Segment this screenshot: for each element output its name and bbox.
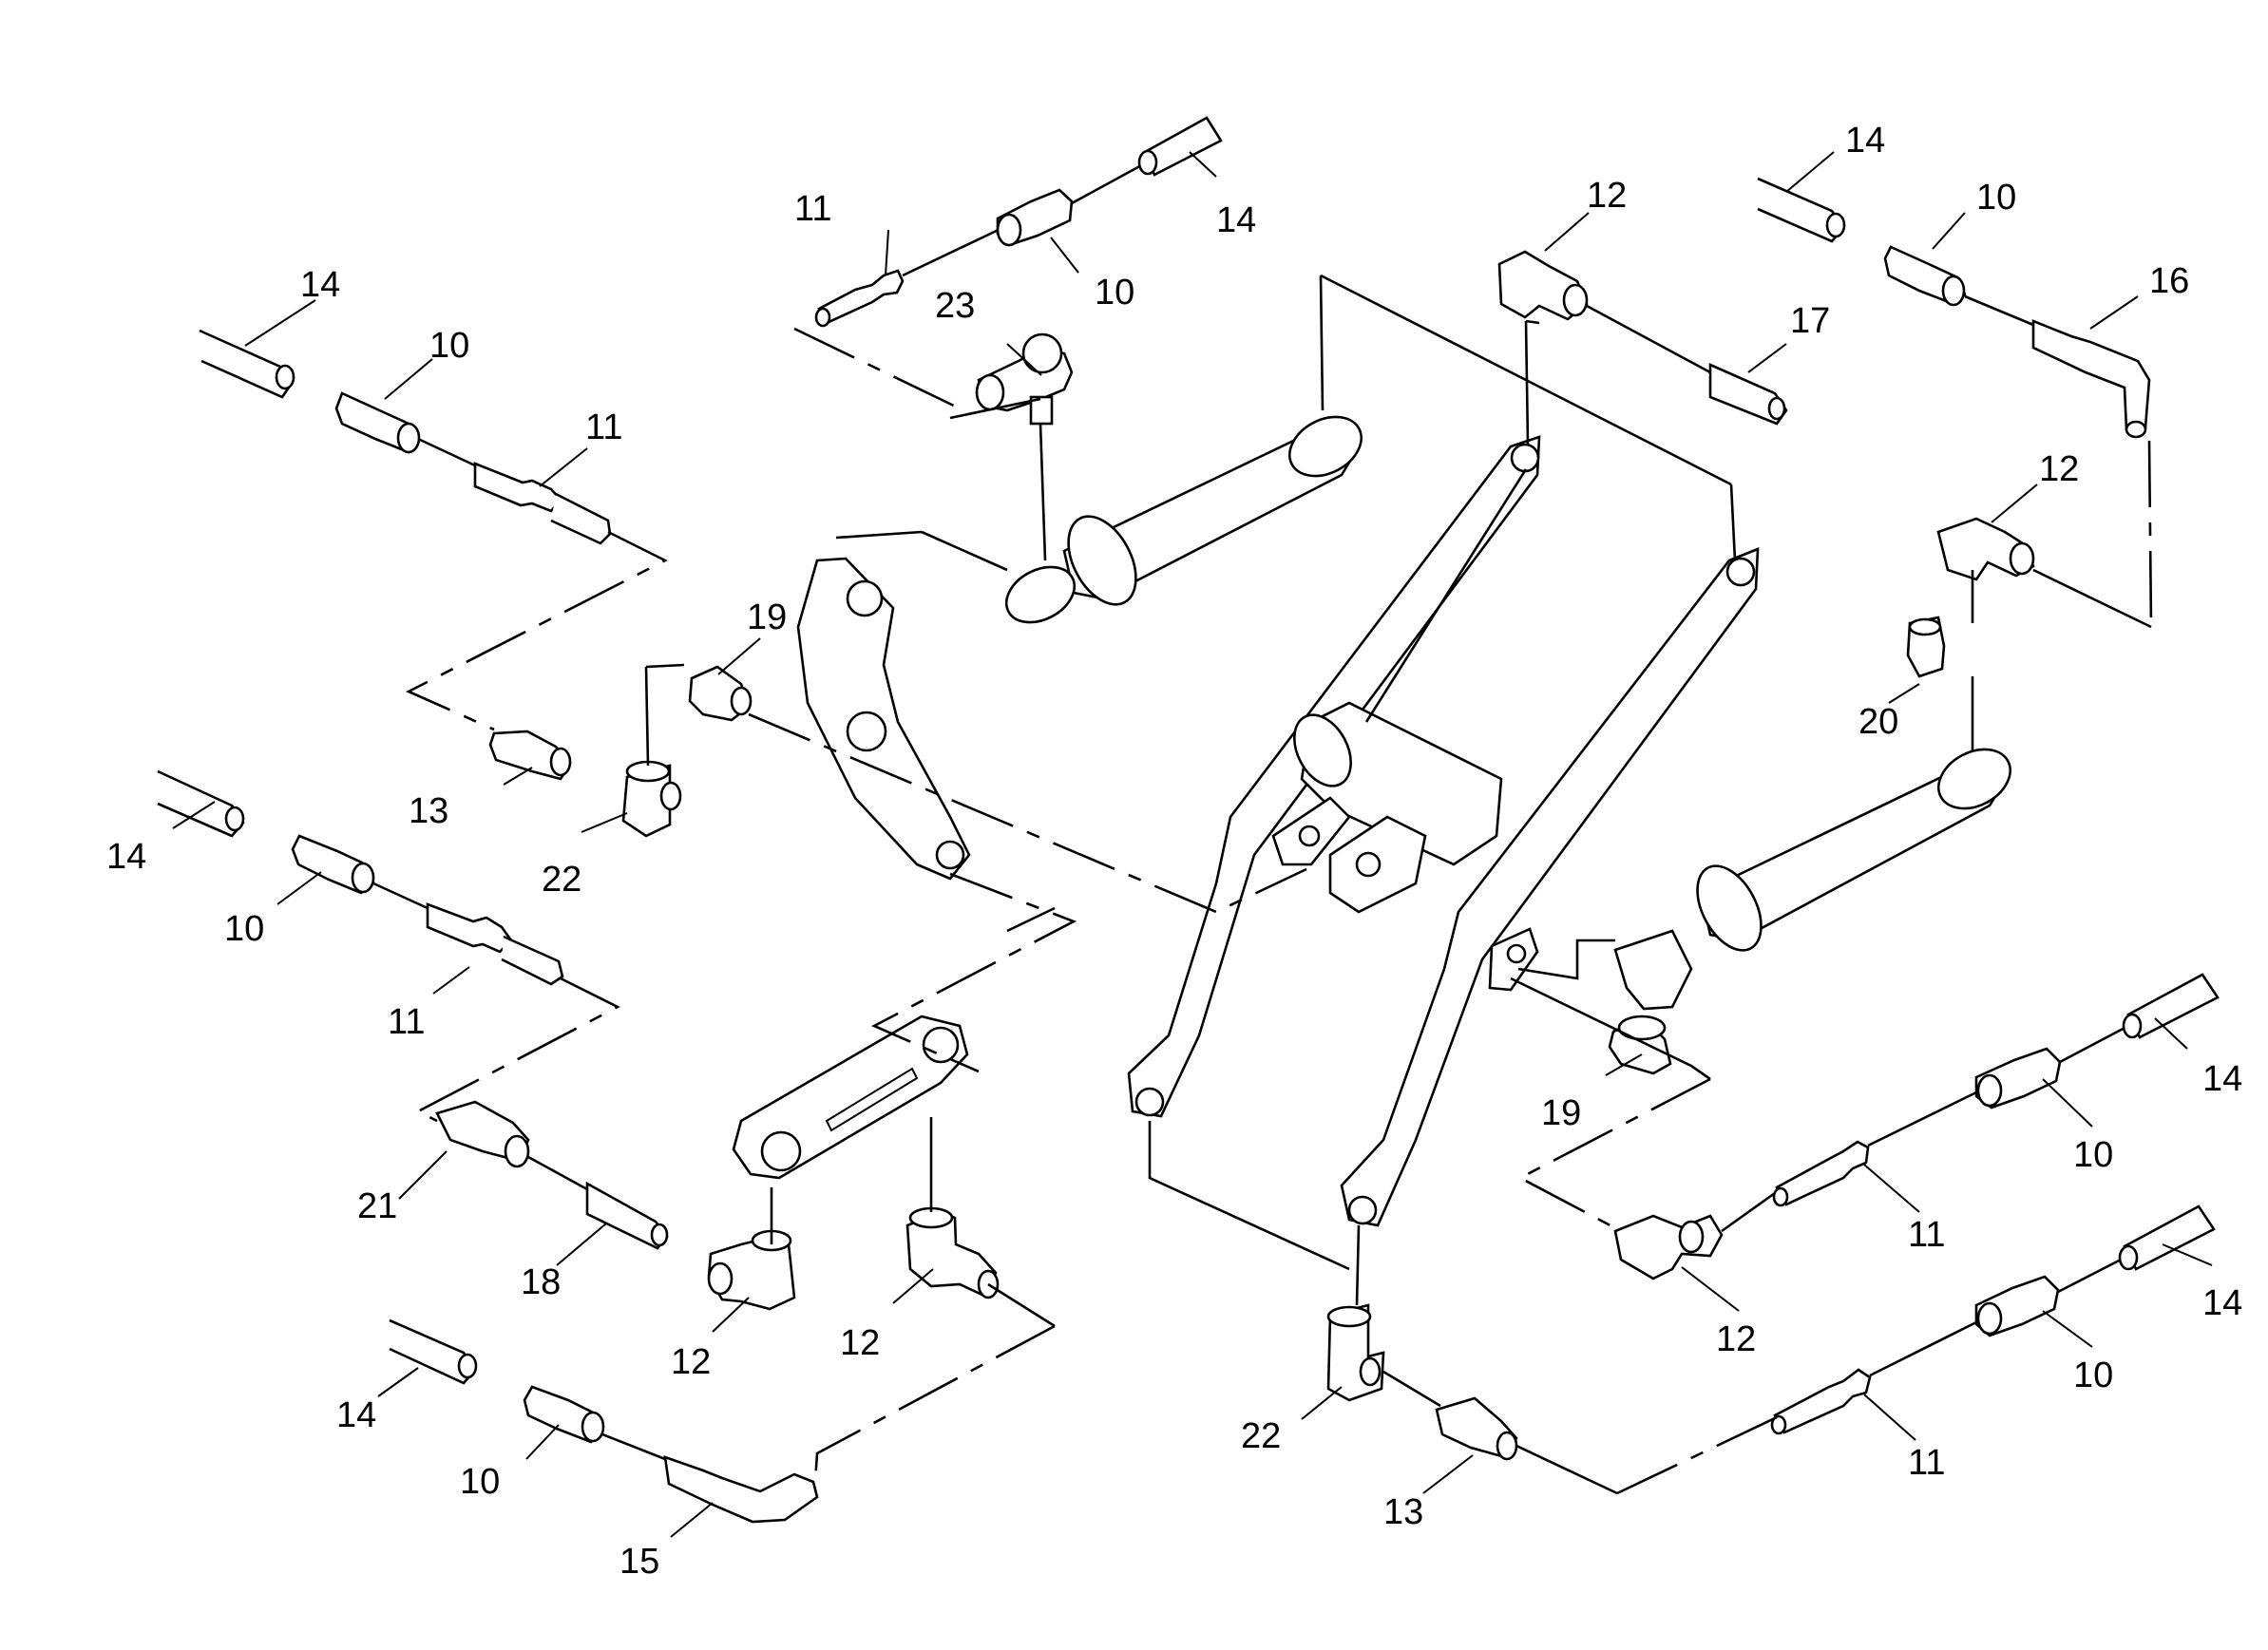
hose-14-right-lower xyxy=(2118,1204,2216,1271)
callout-10-right-lower: 10 xyxy=(2073,1356,2113,1395)
insert-11-right-lower xyxy=(1770,1368,1872,1435)
tube-18 xyxy=(585,1181,669,1250)
adapter-13-left xyxy=(488,730,572,781)
assembly-lines xyxy=(405,274,2153,1495)
elbow-16 xyxy=(2031,319,2151,439)
insert-11-right-upper xyxy=(1772,1140,1870,1207)
adapter-21 xyxy=(435,1100,530,1168)
callout-12-top-right: 12 xyxy=(1587,176,1627,216)
callout-13-left: 13 xyxy=(409,791,448,831)
callout-14-top-left: 14 xyxy=(300,265,340,305)
callout-23: 23 xyxy=(935,286,975,326)
hose-14-mid-left xyxy=(157,769,245,838)
nut-19-right xyxy=(1608,1015,1672,1075)
callout-11-top-left: 11 xyxy=(585,408,622,447)
elbow-15 xyxy=(663,1455,819,1524)
callout-22-left: 22 xyxy=(542,860,581,900)
elbow-12-lower-left xyxy=(707,1229,796,1311)
tube-17 xyxy=(1708,363,1788,426)
callout-labels: 14 10 11 10 14 23 12 17 14 10 16 11 12 1… xyxy=(106,121,2242,1582)
elbow-12-top-right xyxy=(1497,250,1589,321)
hose-14-bottom-left xyxy=(389,1318,478,1385)
adapter-13-bottom xyxy=(1435,1396,1518,1461)
steering-cylinder-upper xyxy=(1004,415,1363,624)
nut-10-bottom-left xyxy=(523,1385,605,1444)
elbow-12-right xyxy=(1936,517,2035,581)
callout-14-right-lower: 14 xyxy=(2202,1283,2242,1323)
insert-11-top-left xyxy=(473,462,612,545)
swivel-23 xyxy=(975,332,1074,426)
callout-11-right-upper: 11 xyxy=(1908,1215,1945,1255)
callout-16: 16 xyxy=(2149,261,2189,301)
hose-14-right-upper xyxy=(2122,973,2220,1039)
tee-22-left xyxy=(621,760,682,838)
callout-19-right: 19 xyxy=(1541,1093,1581,1133)
nut-10-top-right xyxy=(1883,245,1967,307)
callout-14-mid-left: 14 xyxy=(106,837,146,877)
hose-fittings xyxy=(157,116,2220,1524)
callout-12-right: 12 xyxy=(2039,449,2079,489)
callout-14-right-upper: 14 xyxy=(2202,1059,2242,1099)
lift-arm-frame xyxy=(1127,435,1760,1227)
callout-22-bottom: 22 xyxy=(1241,1416,1281,1456)
callout-11-right-lower: 11 xyxy=(1908,1443,1945,1483)
hose-14-top-left xyxy=(199,329,295,399)
callout-12-lower-center: 12 xyxy=(840,1323,880,1363)
nut-10-right-upper xyxy=(1974,1047,2062,1109)
callout-11-mid-left: 11 xyxy=(388,1002,425,1042)
callout-19-left: 19 xyxy=(747,597,787,637)
callout-10-top-right: 10 xyxy=(1976,178,2016,218)
callout-14-bottom-left: 14 xyxy=(336,1395,376,1435)
tee-22-bottom xyxy=(1326,1303,1385,1402)
leader-lines xyxy=(172,151,2213,1538)
elbow-12-lower-center xyxy=(905,1206,1000,1299)
hose-14-top-right xyxy=(1757,177,1846,243)
callout-10-right-upper: 10 xyxy=(2073,1135,2113,1175)
hose-14-top-center xyxy=(1137,116,1223,177)
link-rod xyxy=(732,1015,969,1180)
insert-11-mid-left xyxy=(426,902,564,986)
callout-13-bottom: 13 xyxy=(1383,1492,1423,1532)
nut-19-left xyxy=(688,665,753,722)
callout-17: 17 xyxy=(1790,301,1830,341)
callout-15: 15 xyxy=(619,1542,659,1582)
steering-cylinder-right xyxy=(1613,748,2011,1011)
callout-21: 21 xyxy=(357,1186,397,1226)
callout-20: 20 xyxy=(1858,702,1898,742)
callout-10-bottom-left: 10 xyxy=(460,1462,500,1502)
nut-10-mid-left xyxy=(291,834,375,895)
callout-12-right-lower: 12 xyxy=(1716,1319,1756,1359)
callout-11-top-center: 11 xyxy=(794,189,831,229)
callout-14-top-right: 14 xyxy=(1845,121,1885,161)
bellcrank-arm xyxy=(796,557,971,881)
callout-18: 18 xyxy=(521,1262,561,1302)
callout-10-mid-left: 10 xyxy=(224,909,264,949)
nut-10-right-lower xyxy=(1974,1275,2060,1337)
insert-11-top-center xyxy=(814,269,905,328)
nut-20 xyxy=(1906,616,1946,678)
nut-10-top-center xyxy=(996,188,1074,247)
elbow-12-right-lower xyxy=(1613,1214,1724,1280)
callout-10-top-center: 10 xyxy=(1095,273,1134,313)
nut-10-top-left xyxy=(334,391,421,454)
callout-10-top-left: 10 xyxy=(429,326,469,366)
callout-12-lower-left: 12 xyxy=(671,1342,711,1382)
callout-14-top-center: 14 xyxy=(1216,200,1256,240)
